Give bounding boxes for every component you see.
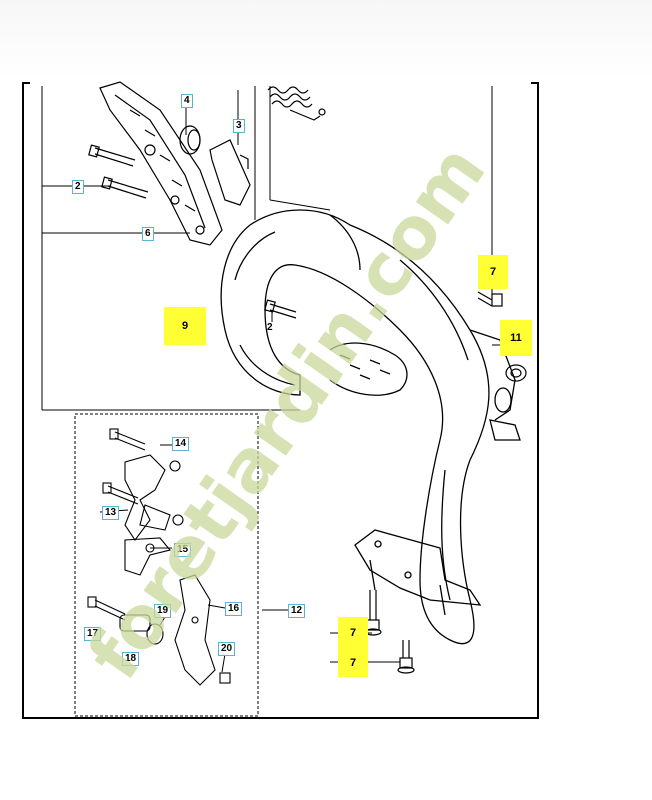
callout-15: 15 [174,543,192,557]
diagram-frame [22,82,539,719]
callout-14: 14 [172,437,190,451]
callout-18: 18 [122,652,140,666]
callout-9: 9 [181,320,189,332]
callout-20: 20 [218,642,236,656]
callout-7: 7 [349,657,357,669]
callout-19: 19 [154,604,172,618]
callout-13: 13 [102,506,120,520]
callout-12: 12 [288,604,306,618]
callout-2: 2 [72,180,84,194]
callout-3: 3 [233,119,245,133]
callout-7-highlight: 7 7 [338,617,368,677]
callout-6: 6 [142,227,154,241]
frame-corner [531,82,539,84]
callout-11-highlight: 11 [500,320,532,356]
callout-11: 11 [510,332,522,344]
callout-4: 4 [181,94,193,108]
callout-9-highlight: 9 [164,307,206,345]
frame-corner [22,82,30,84]
callout-7: 7 [349,627,357,639]
callout-2: 2 [267,322,273,333]
callout-16: 16 [225,602,243,616]
callout-17: 17 [84,627,102,641]
page-top-shadow [0,0,652,80]
callout-7: 7 [489,266,497,278]
callout-7-highlight: 7 [478,255,508,289]
